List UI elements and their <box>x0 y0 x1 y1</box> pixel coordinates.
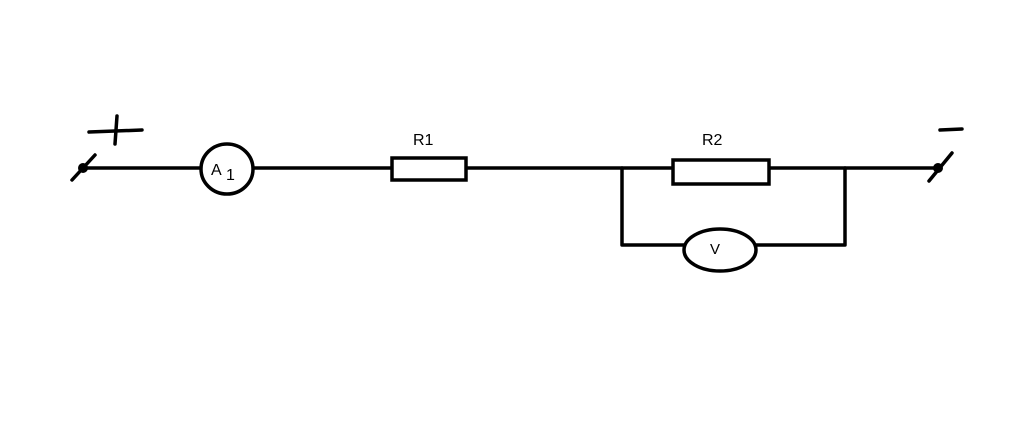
resistor-r2: R2 <box>671 132 771 186</box>
resistor-r2-label: R2 <box>702 132 723 149</box>
positive-sign <box>87 114 144 146</box>
resistor-r1-body <box>390 156 468 182</box>
wire-voltmeter-branch-left <box>620 166 687 247</box>
negative-sign <box>938 127 964 132</box>
ammeter-letter: A <box>211 162 222 179</box>
ammeter-index: 1 <box>226 167 235 184</box>
resistor-r2-body <box>671 158 771 186</box>
voltmeter: V <box>682 227 758 273</box>
wire-voltmeter-branch-right <box>753 166 847 247</box>
resistor-r1-label: R1 <box>413 132 434 149</box>
resistor-r1: R1 <box>390 132 468 182</box>
ammeter-body <box>199 142 255 196</box>
ammeter: A 1 <box>199 142 255 196</box>
voltmeter-letter: V <box>710 241 720 258</box>
voltmeter-body <box>682 227 758 273</box>
